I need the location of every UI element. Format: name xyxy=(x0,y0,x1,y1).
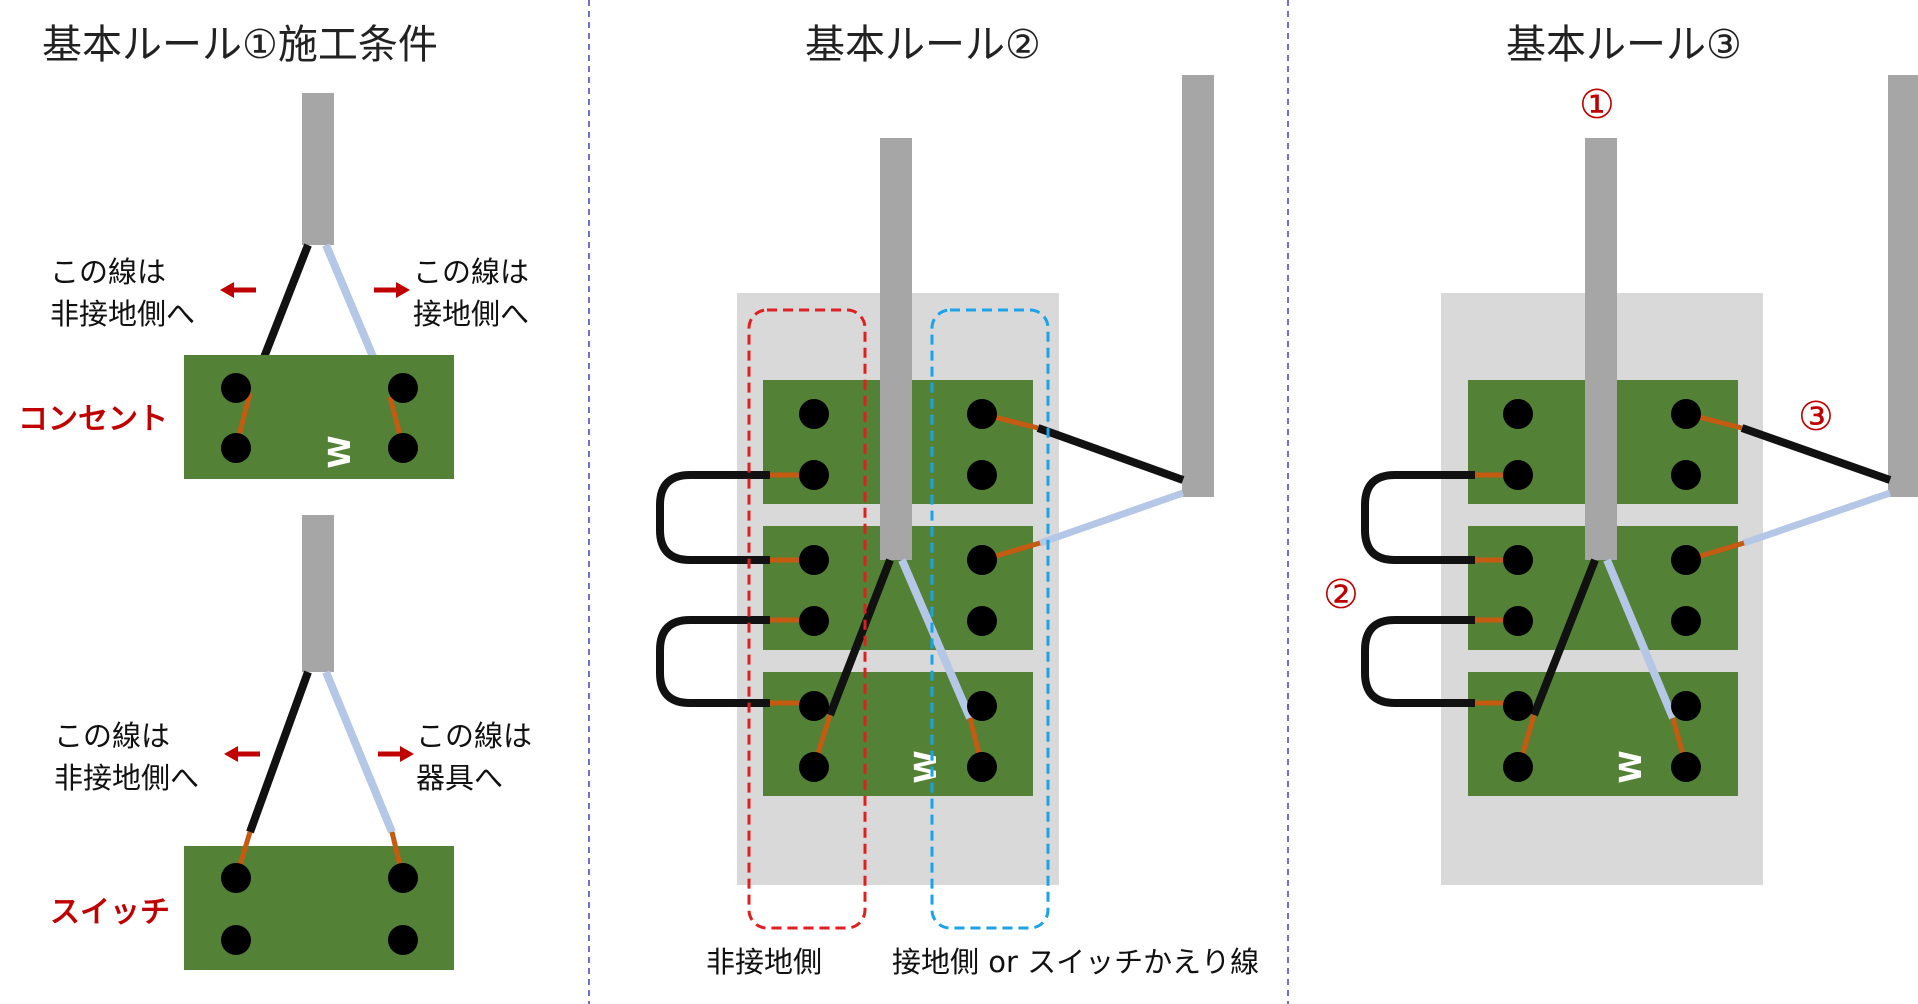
outlet-terminal xyxy=(221,373,251,403)
right-cable xyxy=(1888,75,1918,497)
center-black-wire xyxy=(1530,558,1599,717)
switch-terminal xyxy=(388,863,418,893)
terminal xyxy=(1671,545,1701,575)
terminal xyxy=(1503,399,1533,429)
terminal xyxy=(967,399,997,429)
outlet-left-note-1: この線は xyxy=(50,255,166,289)
center-white-wire xyxy=(898,558,974,720)
switch-diagram: スイッチ この線は 非接地側へ この線は 器具へ xyxy=(50,515,532,970)
terminal xyxy=(799,460,829,490)
panel-rule3-title: 基本ルール③ xyxy=(1506,22,1742,68)
switch-left-note-2: 非接地側へ xyxy=(54,761,199,795)
panel-rule1: 基本ルール①施工条件 W コンセント この線は 非接地側へ この線は 接地側へ xyxy=(18,22,532,970)
jumper-wire xyxy=(1361,471,1475,564)
jumper-wire xyxy=(656,471,770,564)
outlet-terminal xyxy=(388,373,418,403)
right-white-wire xyxy=(1038,489,1185,547)
terminal xyxy=(799,691,829,721)
terminal xyxy=(799,606,829,636)
terminal xyxy=(799,545,829,575)
outlet-terminal xyxy=(388,433,418,463)
outlet-board xyxy=(184,355,454,479)
terminal xyxy=(1503,460,1533,490)
terminal xyxy=(967,691,997,721)
terminal xyxy=(799,752,829,782)
right-column-label: 接地側 or スイッチかえり線 xyxy=(892,945,1259,979)
switch-black-wire xyxy=(246,670,312,834)
terminal xyxy=(967,460,997,490)
terminal xyxy=(799,399,829,429)
terminal xyxy=(1503,545,1533,575)
terminal xyxy=(967,606,997,636)
terminal xyxy=(1671,460,1701,490)
switch-right-note-2: 器具へ xyxy=(416,761,503,795)
jumper-wire xyxy=(656,616,770,707)
center-cable xyxy=(1585,138,1617,560)
terminal xyxy=(967,545,997,575)
panel-rule3: 基本ルール③ W ① ② ③ xyxy=(1323,22,1918,885)
marker-2: ② xyxy=(1323,572,1359,618)
terminal xyxy=(967,752,997,782)
switch-terminal xyxy=(221,925,251,955)
outlet-w-mark: W xyxy=(323,435,358,468)
marker-3: ③ xyxy=(1798,394,1834,440)
switch-board xyxy=(184,846,454,970)
switch-terminal xyxy=(388,925,418,955)
outlet-diagram: W コンセント この線は 非接地側へ この線は 接地側へ xyxy=(18,93,529,479)
terminal xyxy=(1503,691,1533,721)
right-white-wire xyxy=(1742,489,1892,547)
center-white-wire xyxy=(1603,558,1677,720)
right-black-wire xyxy=(1740,424,1892,484)
panel-rule2: 基本ルール② xyxy=(656,22,1259,979)
left-column-highlight xyxy=(747,308,867,930)
arrow-right-icon xyxy=(374,282,410,298)
arrow-right-icon xyxy=(378,746,414,762)
switch-right-note-1: この線は xyxy=(416,719,532,753)
outlet-right-note-1: この線は xyxy=(413,255,529,289)
switch-left-note-1: この線は xyxy=(54,719,170,753)
terminal xyxy=(1503,606,1533,636)
terminal xyxy=(1503,752,1533,782)
terminal xyxy=(1671,399,1701,429)
switch-terminal xyxy=(221,863,251,893)
right-cable xyxy=(1182,75,1214,497)
arrow-left-icon xyxy=(224,746,260,762)
w-mark: W xyxy=(1614,750,1649,783)
arrow-left-icon xyxy=(220,282,256,298)
center-black-wire xyxy=(826,558,894,717)
marker-1: ① xyxy=(1579,82,1615,128)
outlet-cable xyxy=(302,93,334,245)
outlet-terminal xyxy=(221,433,251,463)
panel-rule1-title: 基本ルール①施工条件 xyxy=(42,22,438,68)
w-mark: W xyxy=(909,750,944,783)
outlet-right-note-2: 接地側へ xyxy=(413,297,529,331)
panel-rule2-title: 基本ルール② xyxy=(805,22,1041,68)
outlet-label: コンセント xyxy=(18,402,168,437)
center-cable xyxy=(880,138,912,560)
terminal xyxy=(1671,752,1701,782)
right-column-highlight xyxy=(930,308,1050,930)
terminal xyxy=(1671,606,1701,636)
switch-white-wire xyxy=(322,670,396,834)
right-black-wire xyxy=(1036,424,1185,484)
switch-label: スイッチ xyxy=(50,895,170,930)
terminal xyxy=(1671,691,1701,721)
jumper-wire xyxy=(1361,616,1475,707)
left-column-label: 非接地側 xyxy=(706,945,822,979)
switch-cable xyxy=(302,515,334,672)
outlet-left-note-2: 非接地側へ xyxy=(50,297,195,331)
